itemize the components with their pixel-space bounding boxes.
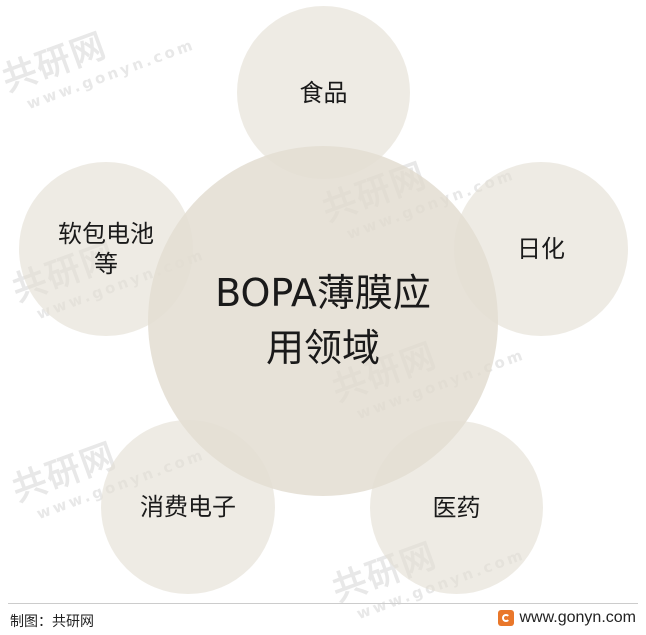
node-food-label: 食品 bbox=[299, 78, 348, 107]
node-daily-label: 日化 bbox=[517, 235, 565, 263]
footer-site[interactable]: www.gonyn.com bbox=[497, 609, 637, 627]
node-battery-label: 软包电池等 bbox=[58, 220, 154, 278]
node-food: 食品 bbox=[237, 6, 410, 179]
node-battery: 软包电池等 bbox=[19, 162, 193, 336]
node-daily: 日化 bbox=[454, 162, 628, 336]
center-label: BOPA薄膜应用领域 bbox=[215, 271, 431, 370]
watermark: 共研网 www.gonyn.com bbox=[0, 0, 198, 118]
node-medicine-label: 医药 bbox=[432, 493, 481, 522]
node-electronics: 消费电子 bbox=[101, 420, 275, 594]
footer-source: 制图：共研网 bbox=[10, 614, 94, 630]
node-electronics-label: 消费电子 bbox=[140, 493, 236, 521]
node-medicine: 医药 bbox=[370, 421, 543, 594]
footer-divider bbox=[8, 603, 638, 604]
gonyn-logo-icon bbox=[497, 610, 514, 626]
footer-site-label: www.gonyn.com bbox=[519, 609, 637, 626]
